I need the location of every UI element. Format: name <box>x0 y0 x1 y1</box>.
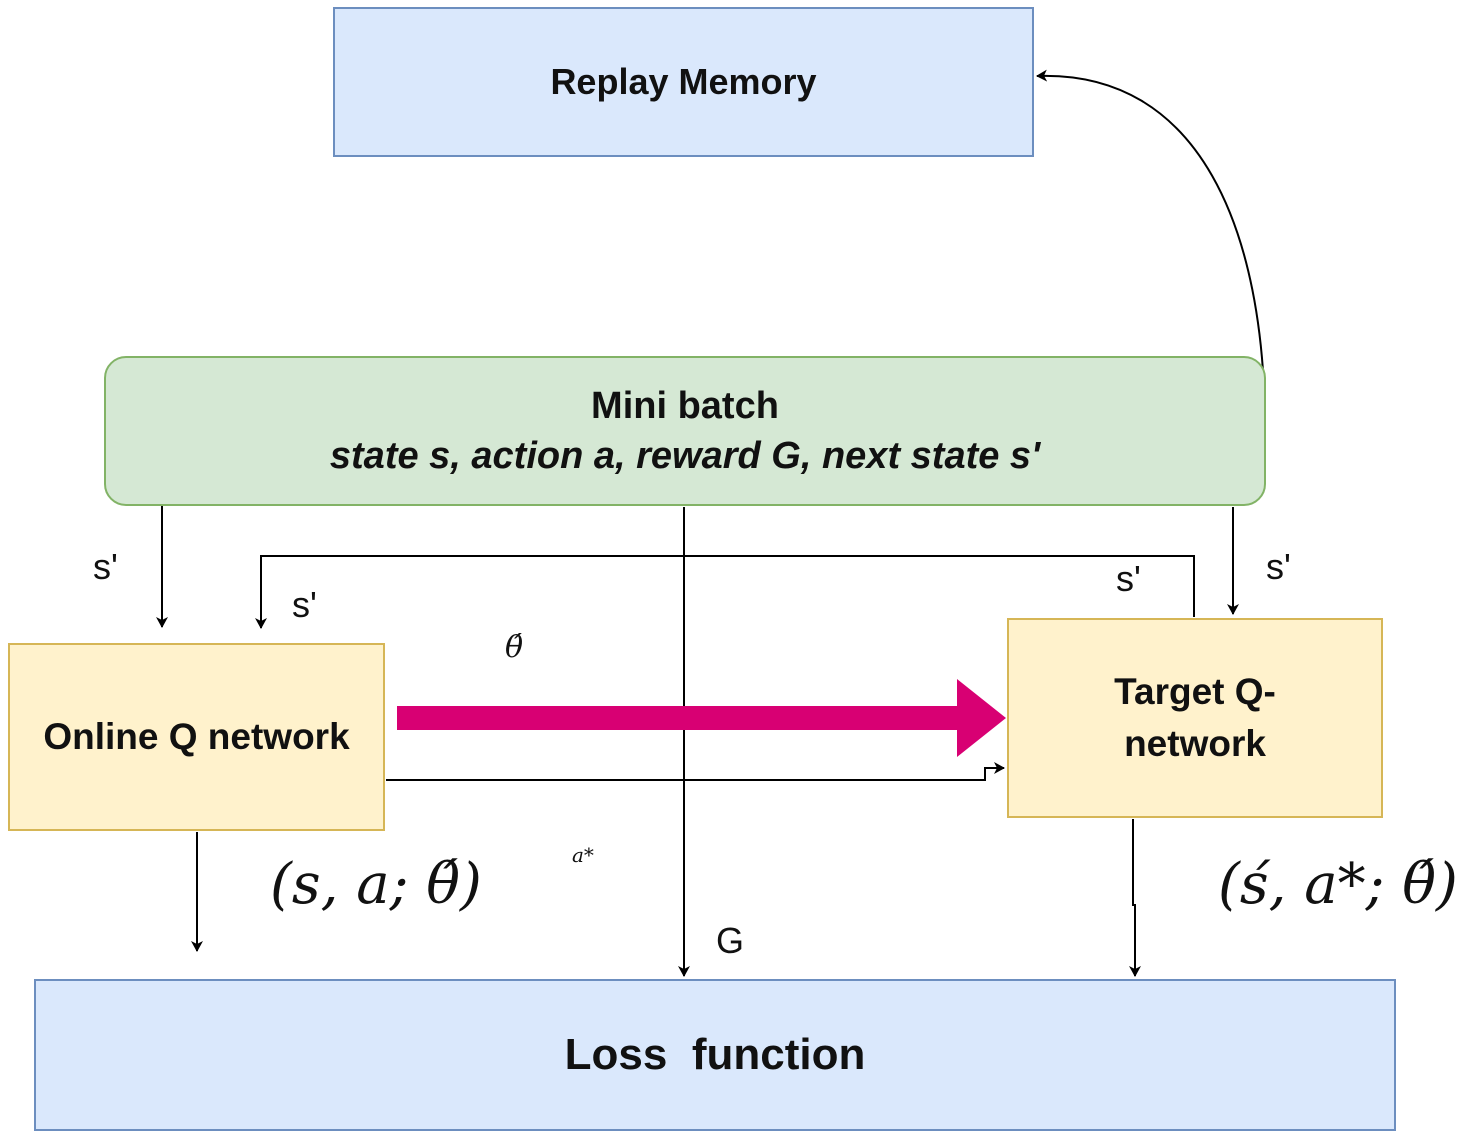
weight-copy-arrow <box>397 679 1006 757</box>
replay-memory-label: Replay Memory <box>550 61 817 102</box>
target-q-network-node: Target Q-network <box>1007 618 1383 818</box>
mini-batch-title: Mini batch <box>591 385 779 427</box>
edge-target-to-online-feedback <box>255 555 1195 629</box>
target-q-expression: (ś, a*; θ́) <box>1218 852 1458 917</box>
edge-label-s-prime-feedback: s' <box>292 584 317 625</box>
edge-label-s-prime-target-feedback: s' <box>1116 558 1141 599</box>
edge-label-a-star: a* <box>572 843 594 867</box>
online-q-network-node: Online Q network <box>8 643 385 831</box>
edge-minibatch-to-replay <box>1036 69 1266 431</box>
target-q-network-label: Target Q-network <box>1114 671 1276 764</box>
edge-label-s-prime-right: s' <box>1266 546 1291 587</box>
replay-memory-node: Replay Memory <box>333 7 1034 157</box>
loss-function-node: Loss function <box>34 979 1396 1131</box>
edge-label-g: G <box>716 920 745 961</box>
edge-label-theta-prime: θ́ <box>505 630 524 665</box>
loss-function-label: Loss function <box>564 1030 866 1079</box>
mini-batch-node: Mini batch state s, action a, reward G, … <box>104 356 1266 506</box>
edge-target-to-loss <box>1129 819 1141 977</box>
mini-batch-subtitle: state s, action a, reward G, next state … <box>329 435 1041 477</box>
online-q-network-label: Online Q network <box>43 716 350 757</box>
online-q-expression: (s, a; θ́) <box>270 852 482 917</box>
edge-label-s-prime-left: s' <box>93 546 118 587</box>
edge-online-to-target <box>386 762 1005 781</box>
